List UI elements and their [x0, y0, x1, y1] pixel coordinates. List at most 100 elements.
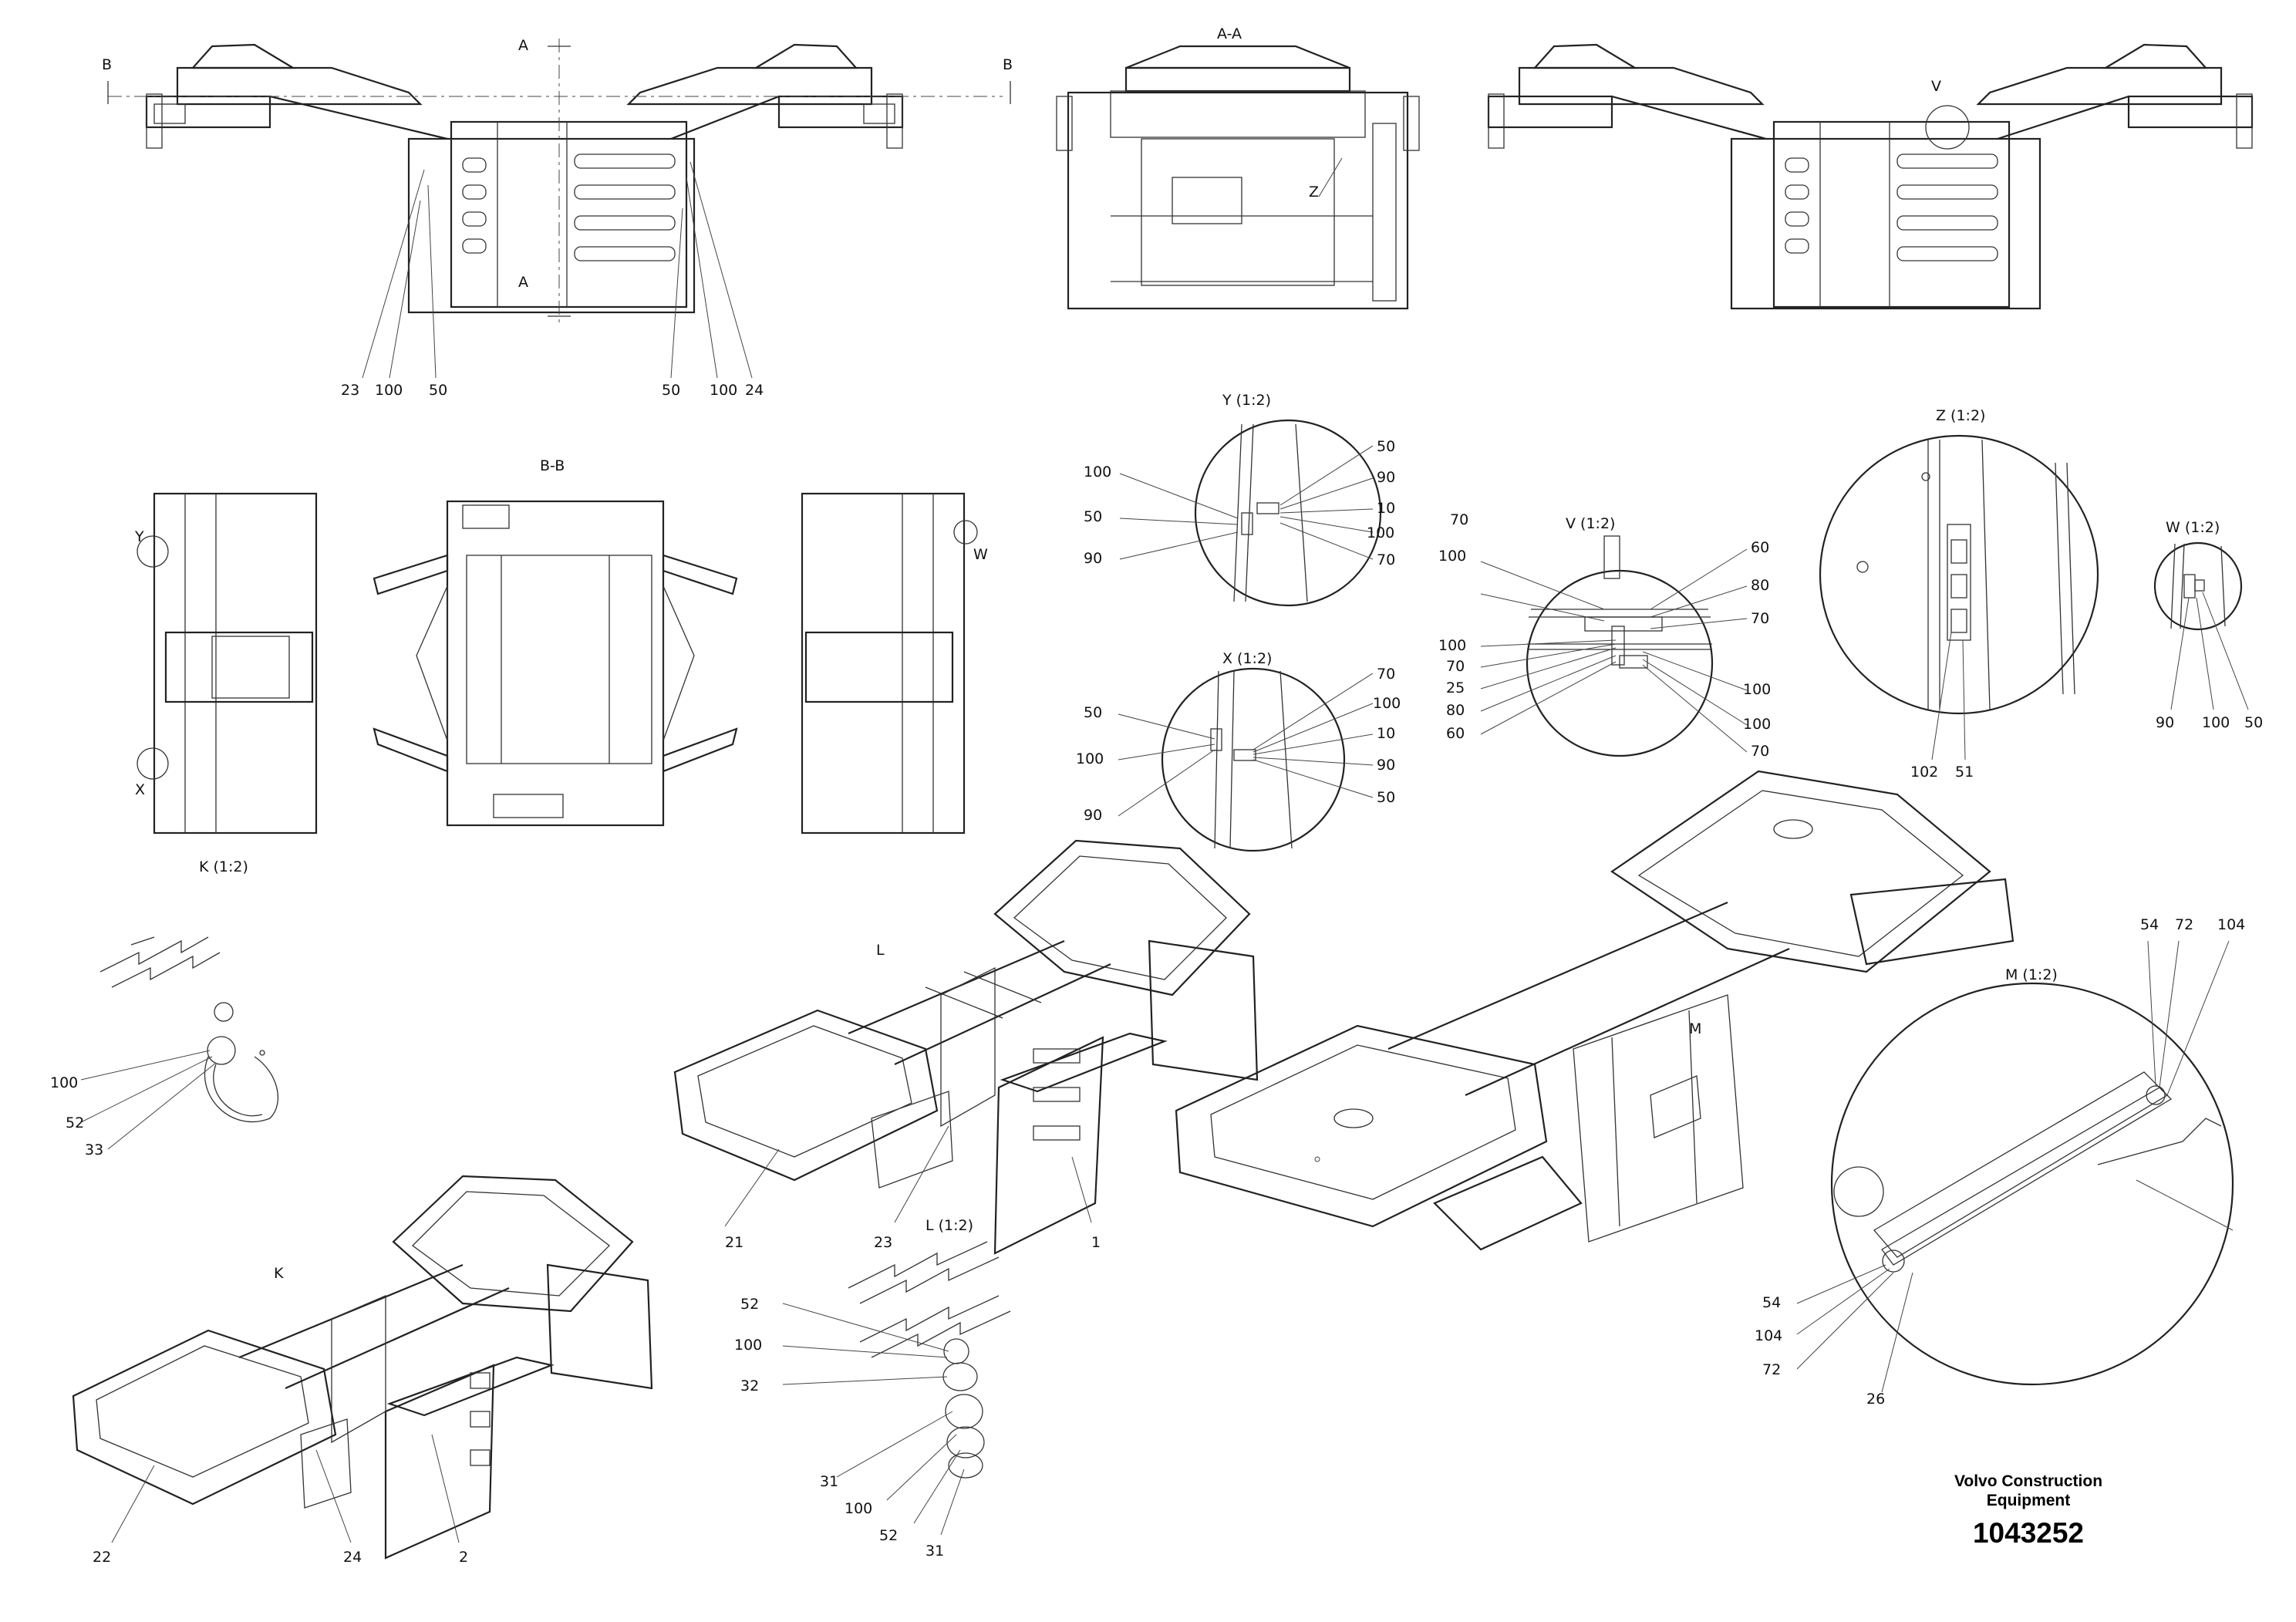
callout-label: 104 [2217, 916, 2245, 933]
drawing-number: 1043252 [1973, 1517, 2084, 1549]
detail-mark-l: L [876, 942, 885, 959]
section-mark-b-right: B [1003, 56, 1013, 73]
callout-label: 100 [1743, 716, 1771, 733]
callout-label: 52 [879, 1527, 898, 1544]
callout-label: 102 [1910, 764, 1938, 781]
company-name-line2: Equipment [1987, 1492, 2071, 1509]
detail-view-k [80, 936, 279, 1150]
callout-label: 32 [740, 1378, 759, 1394]
callout-label: 50 [1377, 789, 1395, 806]
detail-mark-y: Y [134, 528, 144, 545]
callout-label: 80 [1446, 702, 1465, 719]
callout-label: 33 [85, 1141, 103, 1158]
callout-label: 50 [429, 382, 447, 399]
callout-label: 50 [2244, 714, 2263, 731]
detail-view-x [1118, 667, 1374, 852]
callout-label: 31 [925, 1543, 944, 1560]
frame-isometric-low [72, 1175, 653, 1560]
callout-label: 10 [1377, 500, 1395, 517]
plan-view-left [137, 492, 318, 835]
view-title-detail-z: Z (1:2) [1936, 407, 1985, 424]
frame-isometric-large [1175, 770, 2014, 1251]
callout-label: 50 [1084, 704, 1102, 721]
detail-mark-v: V [1931, 78, 1941, 95]
callout-label: 50 [1084, 508, 1102, 525]
callout-label: 100 [734, 1337, 762, 1354]
callout-label: 54 [2140, 916, 2159, 933]
callout-label: 51 [1955, 764, 1974, 781]
section-mark-a-bottom: A [518, 274, 528, 291]
callout-label: 26 [1866, 1391, 1885, 1408]
section-mark-a-top: A [518, 37, 528, 54]
callout-label: 70 [1377, 666, 1395, 683]
callout-label: 70 [1377, 551, 1395, 568]
elevation-view-right [1487, 43, 2254, 310]
callout-label: 21 [725, 1234, 743, 1251]
callout-label: 70 [1450, 511, 1468, 528]
detail-view-z [1819, 434, 2099, 760]
callout-label: 100 [2202, 714, 2230, 731]
callout-label: 60 [1446, 725, 1465, 742]
detail-view-y [1119, 419, 1382, 607]
section-view-bb [373, 500, 738, 827]
callout-label: 52 [740, 1296, 759, 1313]
view-title-section-aa: A-A [1217, 25, 1242, 42]
callout-label: 100 [50, 1074, 78, 1091]
callout-label: 100 [375, 382, 403, 399]
callout-label: 50 [1377, 438, 1395, 455]
detail-view-l [782, 1241, 1011, 1536]
detail-mark-k: K [274, 1265, 284, 1282]
callout-label: 100 [845, 1500, 872, 1517]
callout-label: 90 [2156, 714, 2174, 731]
callout-label: 50 [662, 382, 680, 399]
section-mark-b-left: B [102, 56, 112, 73]
callout-label: 90 [1084, 807, 1102, 824]
view-title-detail-y: Y (1:2) [1222, 392, 1271, 409]
callout-label: 72 [1762, 1361, 1781, 1378]
callout-label: 24 [343, 1549, 362, 1566]
callout-label: 25 [1446, 679, 1465, 696]
detail-mark-x: X [135, 781, 145, 798]
callout-label: 72 [2175, 916, 2193, 933]
view-title-detail-x: X (1:2) [1222, 650, 1272, 667]
detail-mark-w: W [973, 546, 988, 563]
view-title-detail-k: K (1:2) [199, 858, 248, 875]
callout-label: 100 [1438, 637, 1466, 654]
callout-label: 2 [459, 1549, 468, 1566]
view-title-detail-l: L (1:2) [925, 1217, 973, 1234]
callout-label: 24 [745, 382, 764, 399]
callout-label: 100 [1438, 548, 1466, 565]
callout-label: 104 [1755, 1327, 1782, 1344]
callout-label: 90 [1084, 550, 1102, 567]
view-title-detail-m: M (1:2) [2005, 966, 2058, 983]
callout-label: 60 [1751, 539, 1769, 556]
company-name-line1: Volvo Construction [1954, 1472, 2102, 1490]
detail-mark-z: Z [1309, 184, 1319, 201]
callout-label: 52 [66, 1114, 84, 1131]
callout-label: 100 [1084, 464, 1111, 481]
callout-label: 100 [1367, 524, 1394, 541]
callout-label: 100 [1743, 681, 1771, 698]
callout-label: 100 [1373, 695, 1401, 712]
view-title-section-bb: B-B [540, 457, 565, 474]
detail-view-v [1480, 535, 1748, 757]
callout-label: 10 [1377, 725, 1395, 742]
callout-label: 90 [1377, 757, 1395, 774]
detail-view-w [2153, 541, 2249, 710]
elevation-view-left [107, 39, 1011, 379]
frame-isometric-mid [673, 839, 1259, 1255]
callout-label: 1 [1091, 1234, 1101, 1251]
detail-mark-m: M [1689, 1020, 1701, 1037]
callout-label: 90 [1377, 469, 1395, 486]
callout-label: 80 [1751, 577, 1769, 594]
callout-label: 54 [1762, 1294, 1781, 1311]
plan-view-right [801, 492, 978, 835]
callout-label: 100 [1076, 750, 1104, 767]
callout-label: 70 [1751, 610, 1769, 627]
view-title-detail-w: W (1:2) [2166, 519, 2220, 536]
callout-label: 100 [710, 382, 737, 399]
callout-label: 31 [820, 1473, 838, 1490]
callout-label: 23 [341, 382, 359, 399]
callout-label: 23 [874, 1234, 892, 1251]
